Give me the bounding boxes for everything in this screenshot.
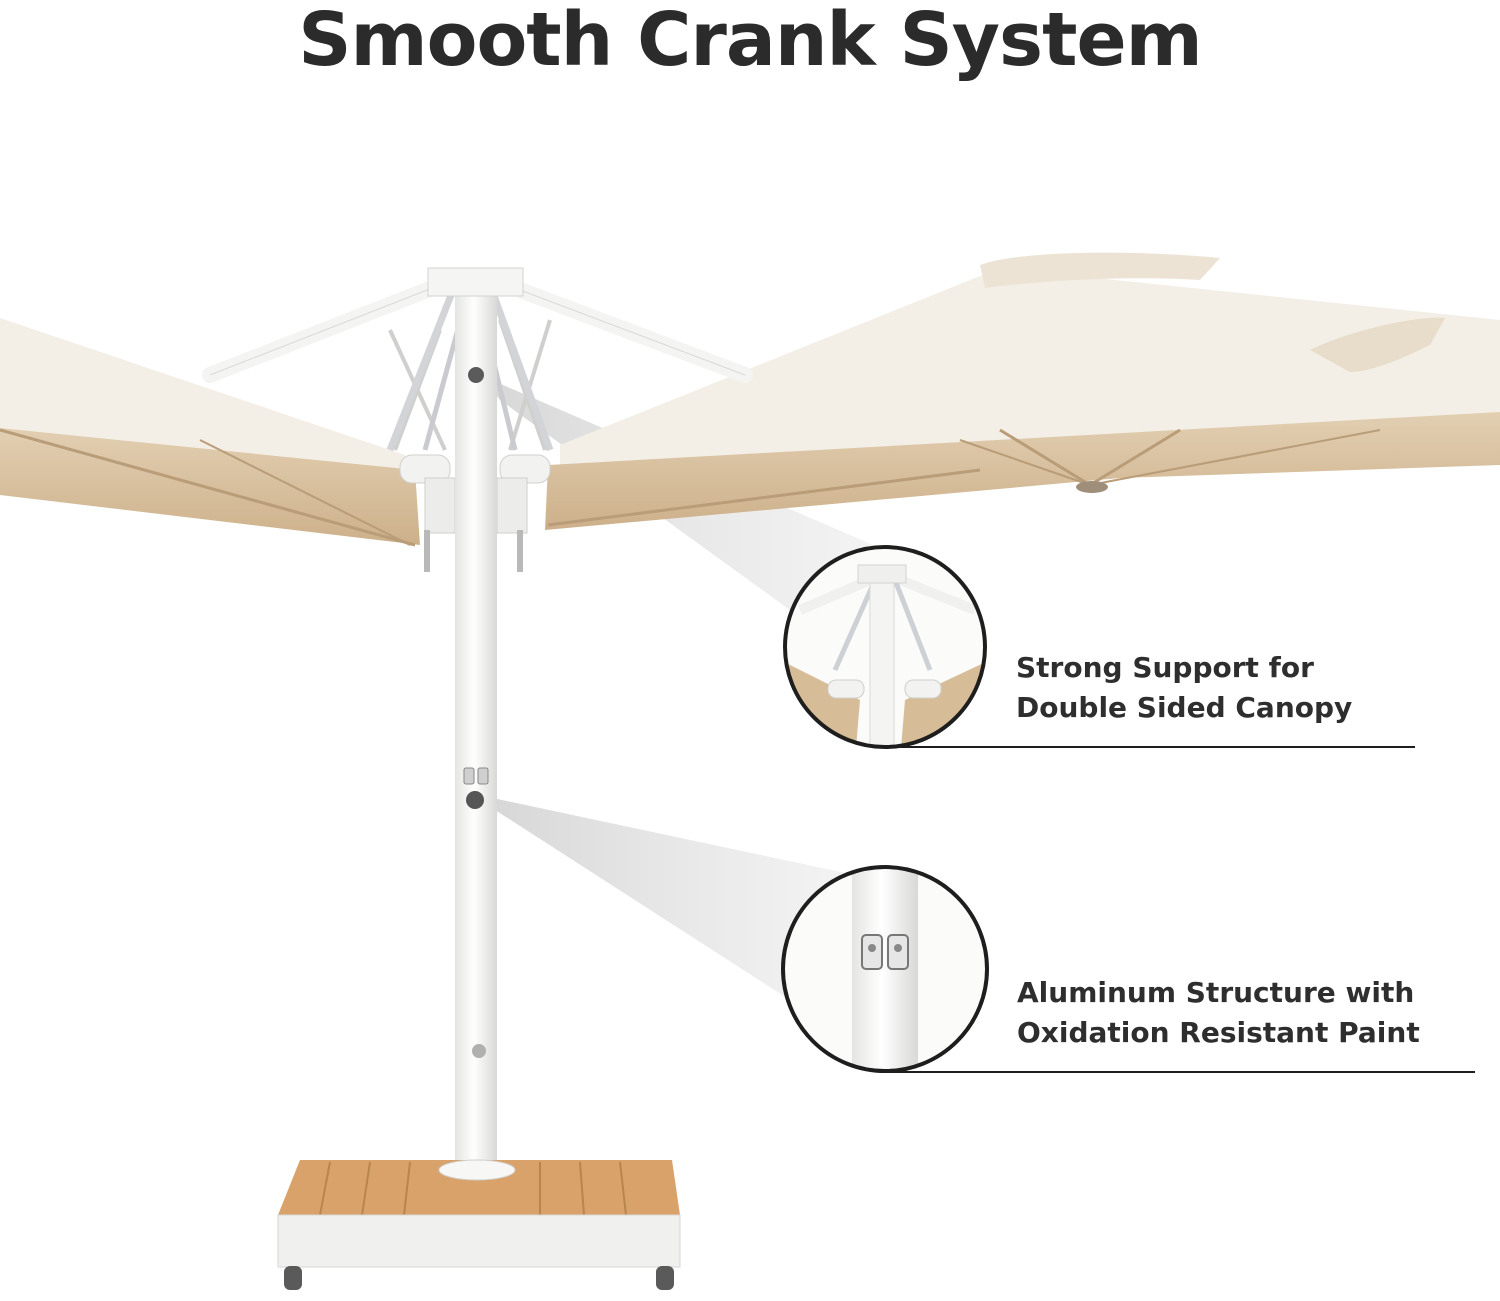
- pole: [427, 267, 524, 1165]
- callout-support-line-1: Strong Support for: [1016, 651, 1314, 684]
- zoom-circle-top-mechanism: [783, 545, 987, 749]
- left-canopy: [0, 318, 420, 547]
- callout-aluminum-line-2: Oxidation Resistant Paint: [1017, 1016, 1420, 1049]
- zoom-beam-bottom: [488, 797, 855, 1000]
- callout-aluminum-line-1: Aluminum Structure with: [1017, 976, 1415, 1009]
- callout-support-underline: [885, 746, 1415, 748]
- right-canopy: [545, 252, 1500, 530]
- callout-support-text: Strong Support for Double Sided Canopy: [1016, 648, 1352, 728]
- wooden-base: [277, 1159, 681, 1290]
- callout-aluminum-text: Aluminum Structure with Oxidation Resist…: [1017, 973, 1420, 1053]
- callout-support-line-2: Double Sided Canopy: [1016, 691, 1353, 724]
- page-title: Smooth Crank System: [298, 0, 1203, 83]
- callout-aluminum-underline: [885, 1071, 1475, 1073]
